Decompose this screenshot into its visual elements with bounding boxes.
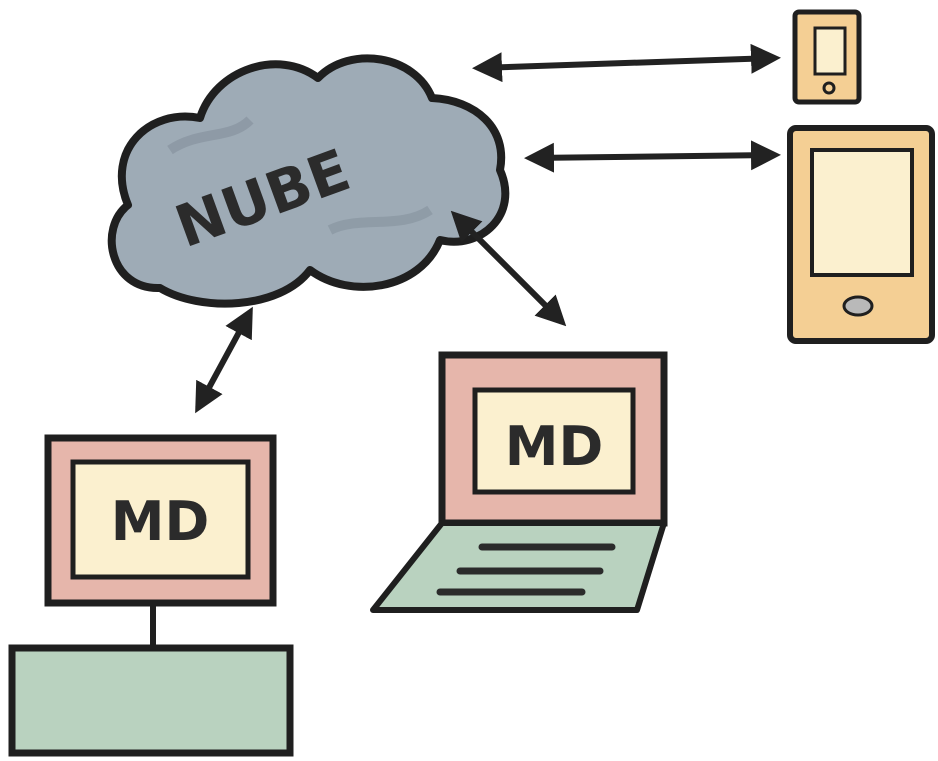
desktop-base	[8, 644, 294, 757]
connection-arrows	[195, 43, 781, 414]
phone	[792, 9, 862, 105]
arrow-cloud-laptop	[450, 210, 567, 327]
tablet-home-button	[842, 295, 874, 317]
tablet-screen	[810, 148, 914, 277]
arrow-cloud-tablet	[524, 140, 781, 173]
laptop-screen-label: MD	[505, 415, 604, 478]
laptop-keyboard	[370, 520, 667, 613]
phone-home-button	[822, 81, 836, 95]
laptop: MD	[370, 351, 668, 613]
monitor-screen	[70, 459, 251, 580]
desktop-computer: MD	[8, 434, 294, 757]
arrow-cloud-phone	[472, 43, 781, 83]
cloud: NUBE	[107, 54, 510, 308]
cloud-shading	[167, 116, 254, 155]
phone-screen	[813, 26, 847, 76]
laptop-screen	[472, 387, 636, 495]
arrow-cloud-desktop	[195, 306, 253, 414]
monitor-screen-label: MD	[111, 490, 210, 553]
cloud-shading	[327, 205, 433, 235]
cloud-shape	[107, 54, 510, 308]
tablet	[787, 125, 935, 344]
